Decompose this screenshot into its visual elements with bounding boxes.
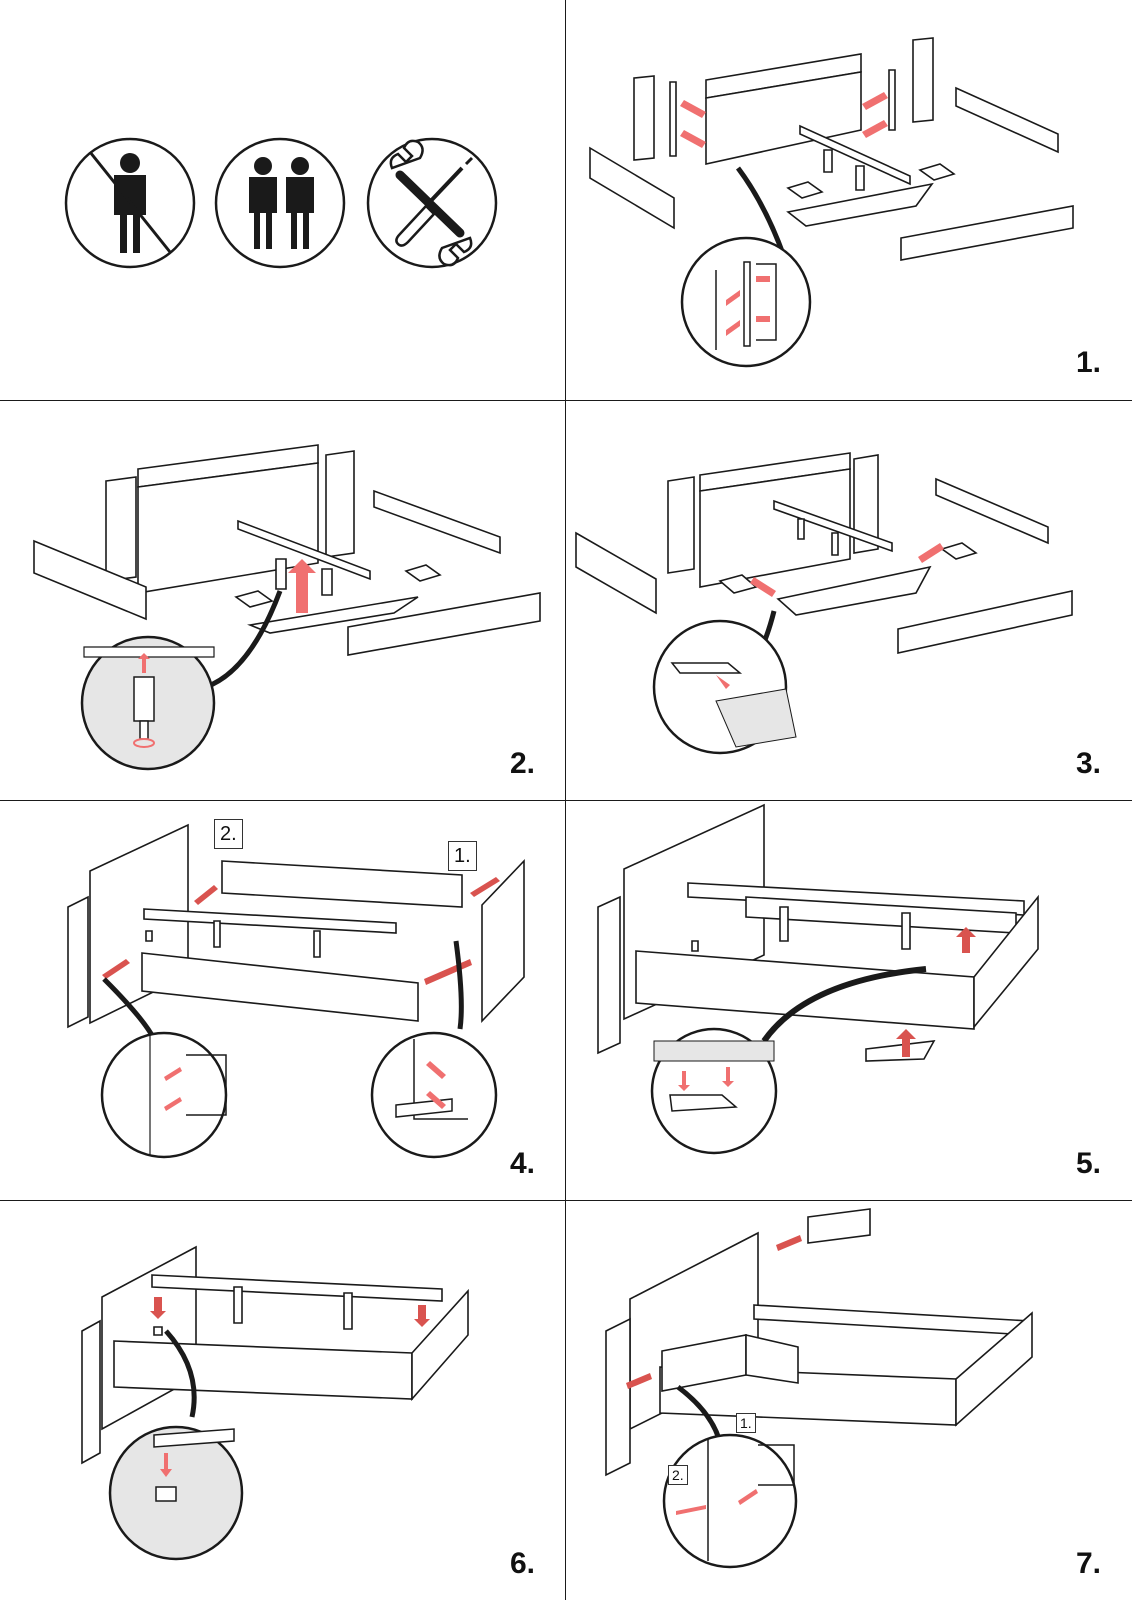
tools-not-required-icon (368, 139, 496, 267)
step-3-panel: 3. (566, 401, 1131, 799)
step-7-callout-2: 2. (668, 1465, 688, 1485)
step-2-panel: 2. (0, 401, 565, 799)
step-7-callout-1: 1. (736, 1413, 756, 1433)
step-4-panel: 2. 1. 4. (0, 801, 565, 1199)
grid-divider-3 (0, 1200, 1132, 1201)
step-4-label: 4. (510, 1147, 535, 1181)
step-1-diagram (566, 0, 1131, 398)
zoom-detail-icon (82, 637, 214, 769)
step-7-panel: 1. 2. 7. (566, 1201, 1131, 1599)
step-6-diagram (0, 1201, 565, 1599)
step-2-label: 2. (510, 747, 535, 781)
step-5-panel: 5. (566, 801, 1131, 1199)
intro-panel (0, 0, 565, 398)
step-6-label: 6. (510, 1547, 535, 1581)
step-4-diagram (0, 801, 565, 1199)
step-3-diagram (566, 401, 1131, 799)
step-4-callout-2: 2. (214, 819, 243, 849)
step-7-label: 7. (1076, 1547, 1101, 1581)
zoom-detail-icon (664, 1435, 796, 1567)
step-5-diagram (566, 801, 1131, 1199)
step-1-label: 1. (1076, 346, 1101, 380)
step-6-panel: 6. (0, 1201, 565, 1599)
step-4-callout-1: 1. (448, 841, 477, 871)
two-persons-icon (216, 139, 344, 267)
no-single-person-icon (66, 139, 194, 267)
grid-divider-2 (0, 800, 1132, 801)
zoom-detail-icon (652, 1029, 776, 1153)
step-1-panel: 1. (566, 0, 1131, 398)
step-3-label: 3. (1076, 747, 1101, 781)
grid-divider-1 (0, 400, 1132, 401)
step-7-diagram (566, 1201, 1131, 1599)
step-5-label: 5. (1076, 1147, 1101, 1181)
zoom-detail-icon (682, 238, 810, 366)
zoom-detail-icon (654, 621, 796, 753)
zoom-detail-icon (110, 1427, 242, 1559)
zoom-detail-icon (102, 1033, 496, 1157)
step-2-diagram (0, 401, 565, 799)
intro-icons (0, 0, 565, 398)
